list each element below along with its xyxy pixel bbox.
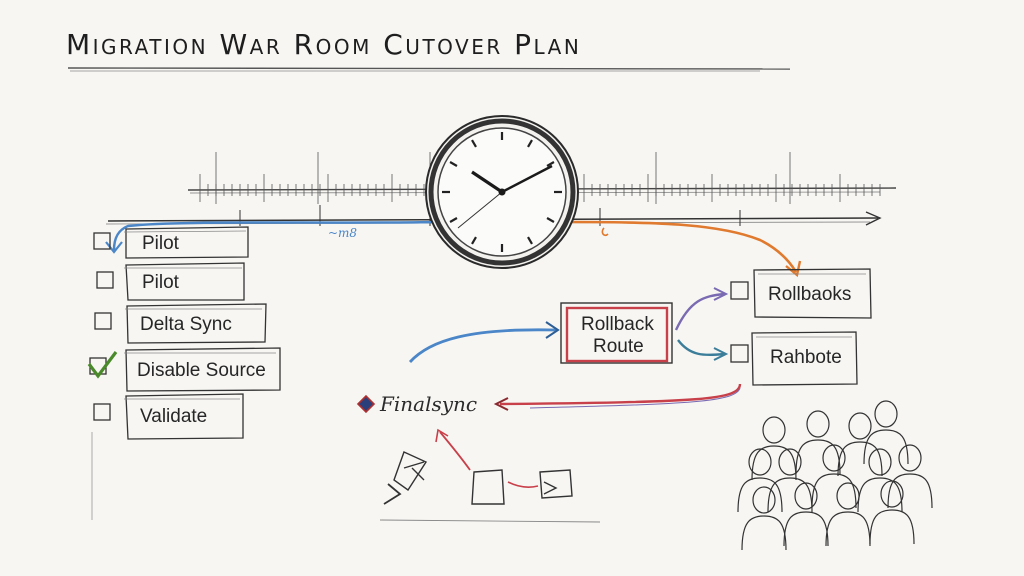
checklist-item-frame-1 — [125, 226, 249, 259]
final-sync-label: Finalsync — [380, 392, 478, 416]
checkbox-7[interactable] — [730, 344, 749, 363]
blue-flow-arrow — [408, 328, 557, 363]
page-title: Migration War Room Cutover Plan — [66, 28, 582, 61]
teal-branch-arrow — [677, 339, 725, 357]
purple-branch-arrow — [674, 292, 725, 331]
checkbox-6[interactable] — [730, 281, 749, 300]
right-box-frame-1 — [753, 268, 872, 319]
checkbox-5[interactable] — [93, 403, 111, 421]
diamond-icon — [356, 394, 376, 414]
checklist-label-3: Delta Sync — [140, 314, 232, 335]
rollback-route-box — [560, 302, 673, 364]
green-check-icon — [87, 351, 118, 379]
timeline-scribble: ~m8 — [328, 226, 358, 240]
rollback-route-line2: Route — [593, 336, 644, 357]
rollback-route-line1: Rollback — [581, 314, 654, 335]
red-return-arrow — [499, 383, 742, 406]
checklist-label-2: Pilot — [142, 272, 179, 293]
orange-timeline-arrow — [569, 220, 798, 273]
checklist-item-frame-2 — [125, 262, 245, 301]
checkbox-1[interactable] — [93, 232, 111, 250]
handoff-sketch — [379, 451, 601, 523]
blue-timeline-arrow — [112, 220, 441, 251]
checklist-label-5: Validate — [140, 406, 208, 427]
checklist-item-frame-5 — [125, 393, 244, 440]
red-sketch-arrow — [439, 431, 471, 471]
checkbox-2[interactable] — [96, 271, 114, 289]
checklist-item-frame-4 — [125, 347, 281, 392]
team-icon — [737, 400, 933, 551]
clock-icon — [425, 115, 579, 269]
checklist-label-4: Disable Source — [137, 360, 266, 381]
right-box-label-1: Rollbaoks — [768, 284, 852, 305]
title-underline — [67, 67, 791, 70]
checklist-label-1: Pilot — [142, 233, 179, 254]
right-box-label-2: Rahbote — [770, 347, 842, 368]
checkbox-3[interactable] — [94, 312, 112, 330]
checklist-item-frame-3 — [126, 303, 267, 344]
right-box-frame-2 — [751, 331, 858, 386]
